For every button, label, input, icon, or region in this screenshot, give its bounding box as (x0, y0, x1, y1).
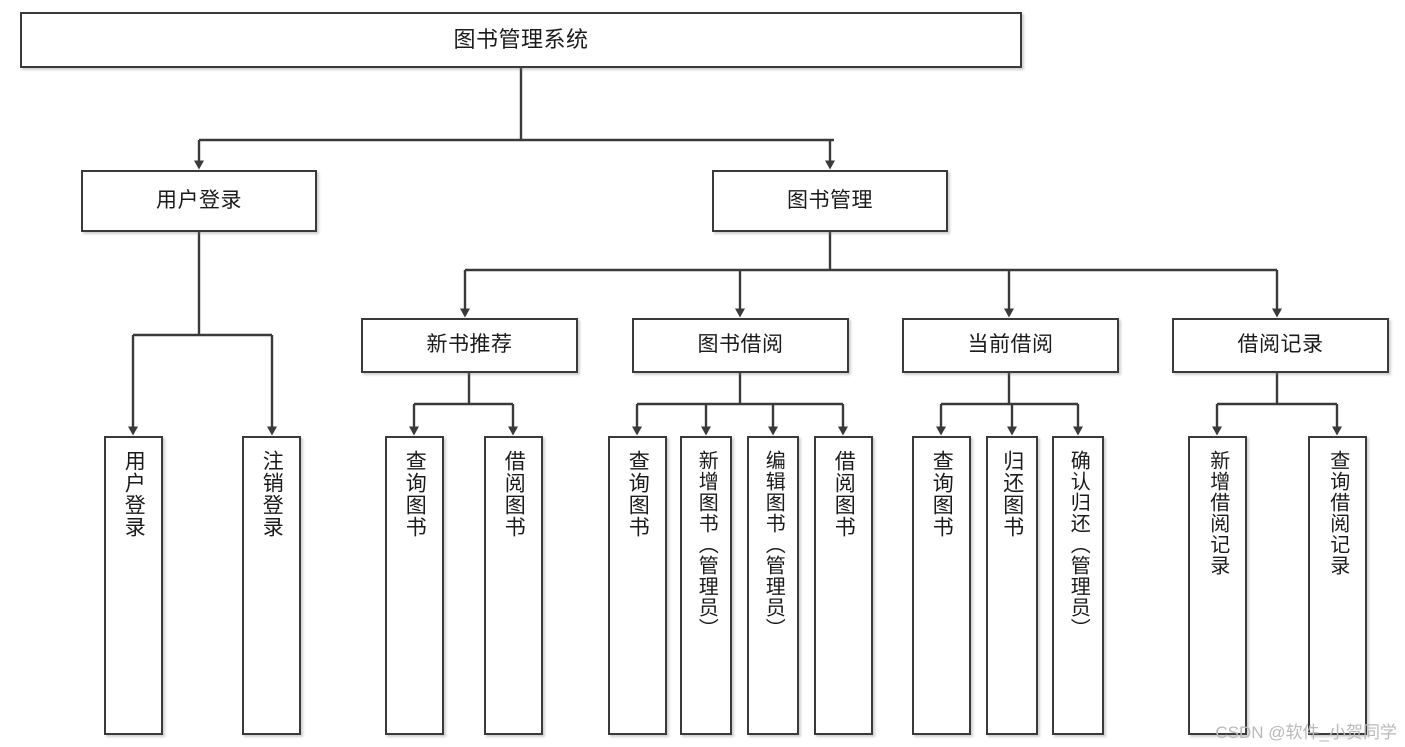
leaf-add-book-admin[interactable]: 新增图书（管理员） (680, 436, 732, 735)
node-label: 查询图书 (626, 450, 650, 538)
node-new-book-recommend[interactable]: 新书推荐 (361, 318, 578, 373)
node-borrow-record[interactable]: 借阅记录 (1172, 318, 1389, 373)
leaf-return-book[interactable]: 归还图书 (986, 436, 1038, 735)
node-label: 用户登录 (156, 188, 242, 212)
node-label: 图书管理系统 (453, 27, 589, 53)
node-label: 确认归还（管理员） (1067, 450, 1090, 639)
node-label: 当前借阅 (967, 333, 1054, 357)
leaf-query-book-current[interactable]: 查询图书 (912, 436, 971, 735)
node-label: 新增借阅记录 (1206, 450, 1229, 576)
leaf-query-book-recommend[interactable]: 查询图书 (385, 436, 444, 735)
leaf-edit-book-admin[interactable]: 编辑图书（管理员） (747, 436, 799, 735)
leaf-borrow-book[interactable]: 借阅图书 (814, 436, 873, 735)
node-label: 查询图书 (403, 450, 427, 538)
leaf-add-borrow-record[interactable]: 新增借阅记录 (1188, 436, 1247, 735)
node-label: 新书推荐 (426, 333, 513, 357)
node-label: 编辑图书（管理员） (762, 450, 785, 639)
node-label: 图书借阅 (697, 333, 784, 357)
leaf-confirm-return-admin[interactable]: 确认归还（管理员） (1052, 436, 1104, 735)
node-label: 借阅图书 (832, 450, 856, 538)
node-label: 图书管理 (787, 188, 873, 212)
node-user-login[interactable]: 用户登录 (81, 170, 317, 232)
node-book-management[interactable]: 图书管理 (712, 170, 948, 232)
node-root-system[interactable]: 图书管理系统 (20, 12, 1022, 68)
node-label: 查询图书 (930, 450, 954, 538)
node-label: 查询借阅记录 (1326, 450, 1349, 576)
csdn-watermark: CSDN @软件_小贺同学 (1215, 723, 1397, 742)
node-book-borrow[interactable]: 图书借阅 (632, 318, 849, 373)
node-label: 新增图书（管理员） (695, 450, 718, 639)
node-label: 归还图书 (1000, 450, 1024, 538)
leaf-borrow-book-recommend[interactable]: 借阅图书 (484, 436, 543, 735)
leaf-user-login[interactable]: 用户登录 (104, 436, 163, 735)
leaf-user-logout[interactable]: 注销登录 (242, 436, 301, 735)
node-label: 借阅图书 (502, 450, 526, 538)
node-label: 借阅记录 (1237, 333, 1324, 357)
node-label: 注销登录 (260, 450, 284, 538)
leaf-query-book-borrow[interactable]: 查询图书 (608, 436, 667, 735)
node-label: 用户登录 (122, 450, 146, 538)
node-current-borrow[interactable]: 当前借阅 (902, 318, 1119, 373)
leaf-query-borrow-record[interactable]: 查询借阅记录 (1308, 436, 1367, 735)
